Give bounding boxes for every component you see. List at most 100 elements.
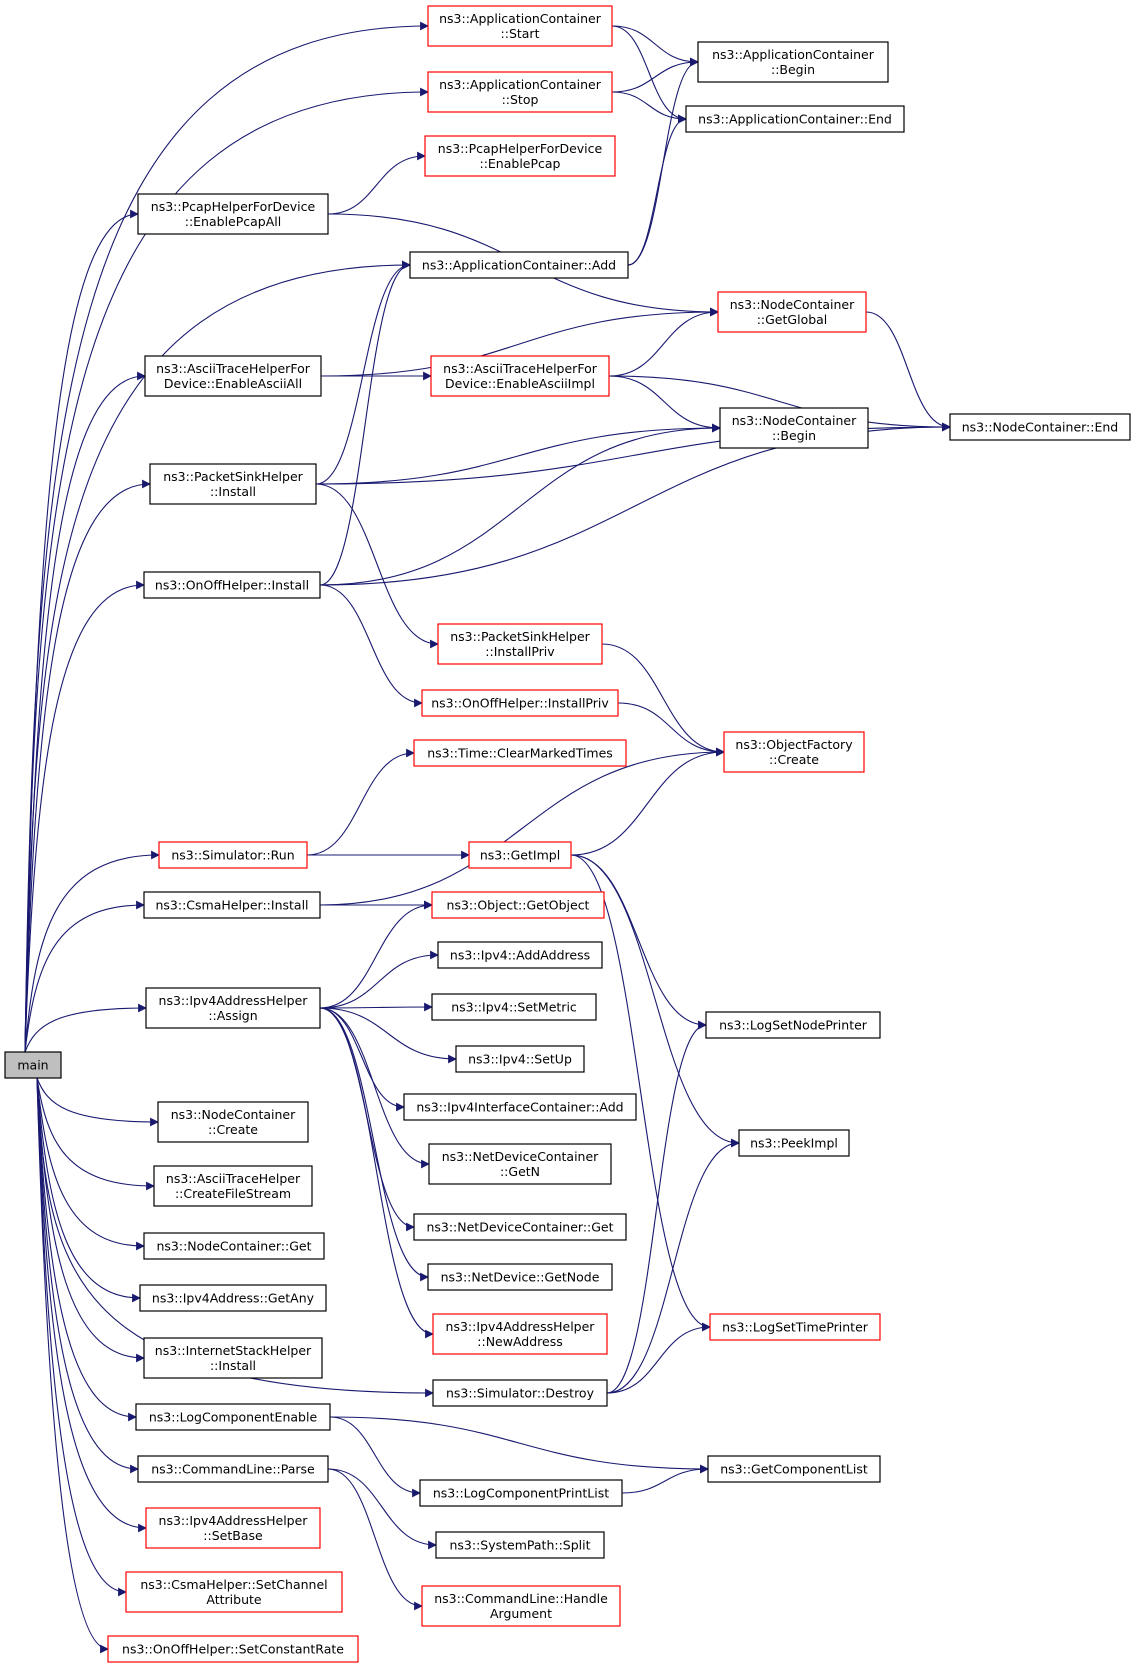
node-logtimeprinter[interactable]: ns3::LogSetTimePrinter bbox=[709, 1313, 881, 1341]
node-box bbox=[432, 1379, 608, 1407]
node-box bbox=[427, 71, 613, 113]
node-app-end[interactable]: ns3::ApplicationContainer::End bbox=[685, 105, 905, 133]
node-nd-getnode[interactable]: ns3::NetDevice::GetNode bbox=[427, 1263, 613, 1291]
node-label-line: ns3::NodeContainer bbox=[730, 297, 855, 312]
edge-csma-install-to-of-create bbox=[319, 747, 725, 906]
edge-onoff-install-to-nc-end bbox=[319, 422, 951, 586]
edge-path bbox=[608, 375, 951, 432]
edge-ps-installpriv-to-of-create bbox=[601, 643, 725, 757]
edge-path bbox=[570, 854, 711, 1332]
node-app-add[interactable]: ns3::ApplicationContainer::Add bbox=[409, 251, 629, 279]
node-ipv4-addaddress[interactable]: ns3::Ipv4::AddAddress bbox=[437, 941, 603, 969]
node-time-clear[interactable]: ns3::Time::ClearMarkedTimes bbox=[413, 739, 627, 767]
node-ish-install[interactable]: ns3::InternetStackHelper::Install bbox=[143, 1337, 323, 1379]
node-ipv4-setup[interactable]: ns3::Ipv4::SetUp bbox=[455, 1045, 585, 1073]
node-ipv4ah-setbase[interactable]: ns3::Ipv4AddressHelper::SetBase bbox=[145, 1507, 321, 1549]
node-logcompprintlist[interactable]: ns3::LogComponentPrintList bbox=[419, 1479, 623, 1507]
edge-path bbox=[621, 1464, 709, 1494]
node-obj-getobject[interactable]: ns3::Object::GetObject bbox=[431, 891, 605, 919]
node-pcap-enablepcap[interactable]: ns3::PcapHelperForDevice::EnablePcap bbox=[424, 135, 616, 177]
node-sim-destroy[interactable]: ns3::Simulator::Destroy bbox=[432, 1379, 608, 1407]
edge-path bbox=[36, 1077, 155, 1191]
node-nc-create[interactable]: ns3::NodeContainer::Create bbox=[157, 1101, 309, 1143]
node-ascii-enableimpl[interactable]: ns3::AsciiTraceHelperForDevice::EnableAs… bbox=[430, 355, 610, 397]
node-ipv4ic-add[interactable]: ns3::Ipv4InterfaceContainer::Add bbox=[403, 1093, 637, 1121]
edge-sim-run-to-time-clear bbox=[306, 748, 415, 856]
edge-main-to-ps-install bbox=[24, 479, 151, 1053]
node-getcomplist[interactable]: ns3::GetComponentList bbox=[707, 1455, 881, 1483]
edge-path bbox=[36, 1077, 147, 1533]
edge-path bbox=[36, 1077, 145, 1363]
node-sim-run[interactable]: ns3::Simulator::Run bbox=[158, 841, 308, 869]
edge-onoff-install-to-onoff-installpriv bbox=[319, 584, 423, 708]
node-ndc-getn[interactable]: ns3::NetDeviceContainer::GetN bbox=[428, 1143, 612, 1185]
edge-path bbox=[327, 151, 426, 215]
edge-main-to-ipv4ah-setbase bbox=[36, 1077, 147, 1533]
node-ipv4ah-newaddress[interactable]: ns3::Ipv4AddressHelper::NewAddress bbox=[432, 1313, 608, 1355]
node-lognodeprinter[interactable]: ns3::LogSetNodePrinter bbox=[705, 1011, 881, 1039]
node-box bbox=[697, 41, 889, 83]
node-onoff-installpriv[interactable]: ns3::OnOffHelper::InstallPriv bbox=[421, 689, 619, 717]
edge-path bbox=[315, 260, 411, 485]
node-csma-install[interactable]: ns3::CsmaHelper::Install bbox=[143, 891, 321, 919]
node-app-stop[interactable]: ns3::ApplicationContainer::Stop bbox=[427, 71, 613, 113]
node-of-create[interactable]: ns3::ObjectFactory::Create bbox=[723, 731, 865, 773]
node-onoff-install[interactable]: ns3::OnOffHelper::Install bbox=[143, 571, 321, 599]
node-cmd-parse[interactable]: ns3::CommandLine::Parse bbox=[137, 1455, 329, 1483]
node-nc-end[interactable]: ns3::NodeContainer::End bbox=[949, 413, 1131, 441]
node-box bbox=[143, 1337, 323, 1379]
edge-path bbox=[24, 850, 160, 1053]
node-label-line: ns3::PcapHelperForDevice bbox=[151, 199, 316, 214]
node-box bbox=[468, 841, 572, 869]
node-box bbox=[723, 731, 865, 773]
edge-main-to-ipv4addr-getany bbox=[36, 1077, 141, 1303]
node-label-line: ns3::LogComponentEnable bbox=[149, 1410, 318, 1425]
node-peekimpl[interactable]: ns3::PeekImpl bbox=[738, 1129, 850, 1157]
node-syspath-split[interactable]: ns3::SystemPath::Split bbox=[435, 1531, 605, 1559]
edge-path bbox=[319, 584, 423, 708]
node-box bbox=[707, 1455, 881, 1483]
node-label-line: Device::EnableAsciiAll bbox=[164, 376, 302, 391]
node-ipv4ah-assign[interactable]: ns3::Ipv4AddressHelper::Assign bbox=[145, 987, 321, 1029]
edge-getimpl-to-of-create bbox=[570, 747, 725, 856]
node-onoff-setconstantrate[interactable]: ns3::OnOffHelper::SetConstantRate bbox=[107, 1635, 359, 1663]
edge-ascii-enableall-to-nc-getglobal bbox=[320, 307, 719, 377]
node-logcompenable[interactable]: ns3::LogComponentEnable bbox=[135, 1403, 331, 1431]
node-nc-getglobal[interactable]: ns3::NodeContainer::GetGlobal bbox=[717, 291, 867, 333]
node-main[interactable]: main bbox=[4, 1051, 62, 1079]
edge-logcompenable-to-getcomplist bbox=[329, 1416, 709, 1474]
node-nc-get[interactable]: ns3::NodeContainer::Get bbox=[143, 1232, 325, 1260]
node-getimpl[interactable]: ns3::GetImpl bbox=[468, 841, 572, 869]
node-box bbox=[144, 355, 322, 397]
edge-main-to-ath-createfilestream bbox=[36, 1077, 155, 1191]
edge-ascii-enableimpl-to-nc-end bbox=[608, 375, 951, 432]
node-ps-installpriv[interactable]: ns3::PacketSinkHelper::InstallPriv bbox=[437, 623, 603, 665]
node-nc-begin[interactable]: ns3::NodeContainer::Begin bbox=[719, 407, 869, 449]
node-box bbox=[157, 1101, 309, 1143]
node-ath-createfilestream[interactable]: ns3::AsciiTraceHelper::CreateFileStream bbox=[153, 1165, 313, 1207]
edge-path bbox=[36, 1077, 145, 1251]
edge-logcompenable-to-logcompprintlist bbox=[329, 1416, 421, 1498]
node-label-line: ns3::Ipv4AddressHelper bbox=[159, 1513, 309, 1528]
node-label-line: ns3::OnOffHelper::InstallPriv bbox=[431, 696, 609, 711]
edge-path bbox=[306, 748, 415, 856]
node-app-start[interactable]: ns3::ApplicationContainer::Start bbox=[427, 5, 613, 47]
node-ipv4addr-getany[interactable]: ns3::Ipv4Address::GetAny bbox=[139, 1284, 327, 1312]
node-ps-install[interactable]: ns3::PacketSinkHelper::Install bbox=[149, 463, 317, 505]
node-ndc-get[interactable]: ns3::NetDeviceContainer::Get bbox=[413, 1213, 627, 1241]
node-ipv4-setmetric[interactable]: ns3::Ipv4::SetMetric bbox=[431, 993, 597, 1021]
edge-path bbox=[606, 1322, 711, 1394]
node-ascii-enableall[interactable]: ns3::AsciiTraceHelperForDevice::EnableAs… bbox=[144, 355, 322, 397]
node-label-line: ::Install bbox=[210, 1358, 256, 1373]
node-label-line: ns3::GetComponentList bbox=[720, 1462, 868, 1477]
node-pcap-enablepcapall[interactable]: ns3::PcapHelperForDevice::EnablePcapAll bbox=[137, 193, 329, 235]
node-app-begin[interactable]: ns3::ApplicationContainer::Begin bbox=[697, 41, 889, 83]
edge-path bbox=[611, 57, 699, 93]
node-label-line: ns3::NodeContainer bbox=[171, 1107, 296, 1122]
node-label-line: ::Create bbox=[769, 752, 819, 767]
edge-path bbox=[24, 371, 146, 1053]
edge-path bbox=[319, 1007, 429, 1282]
